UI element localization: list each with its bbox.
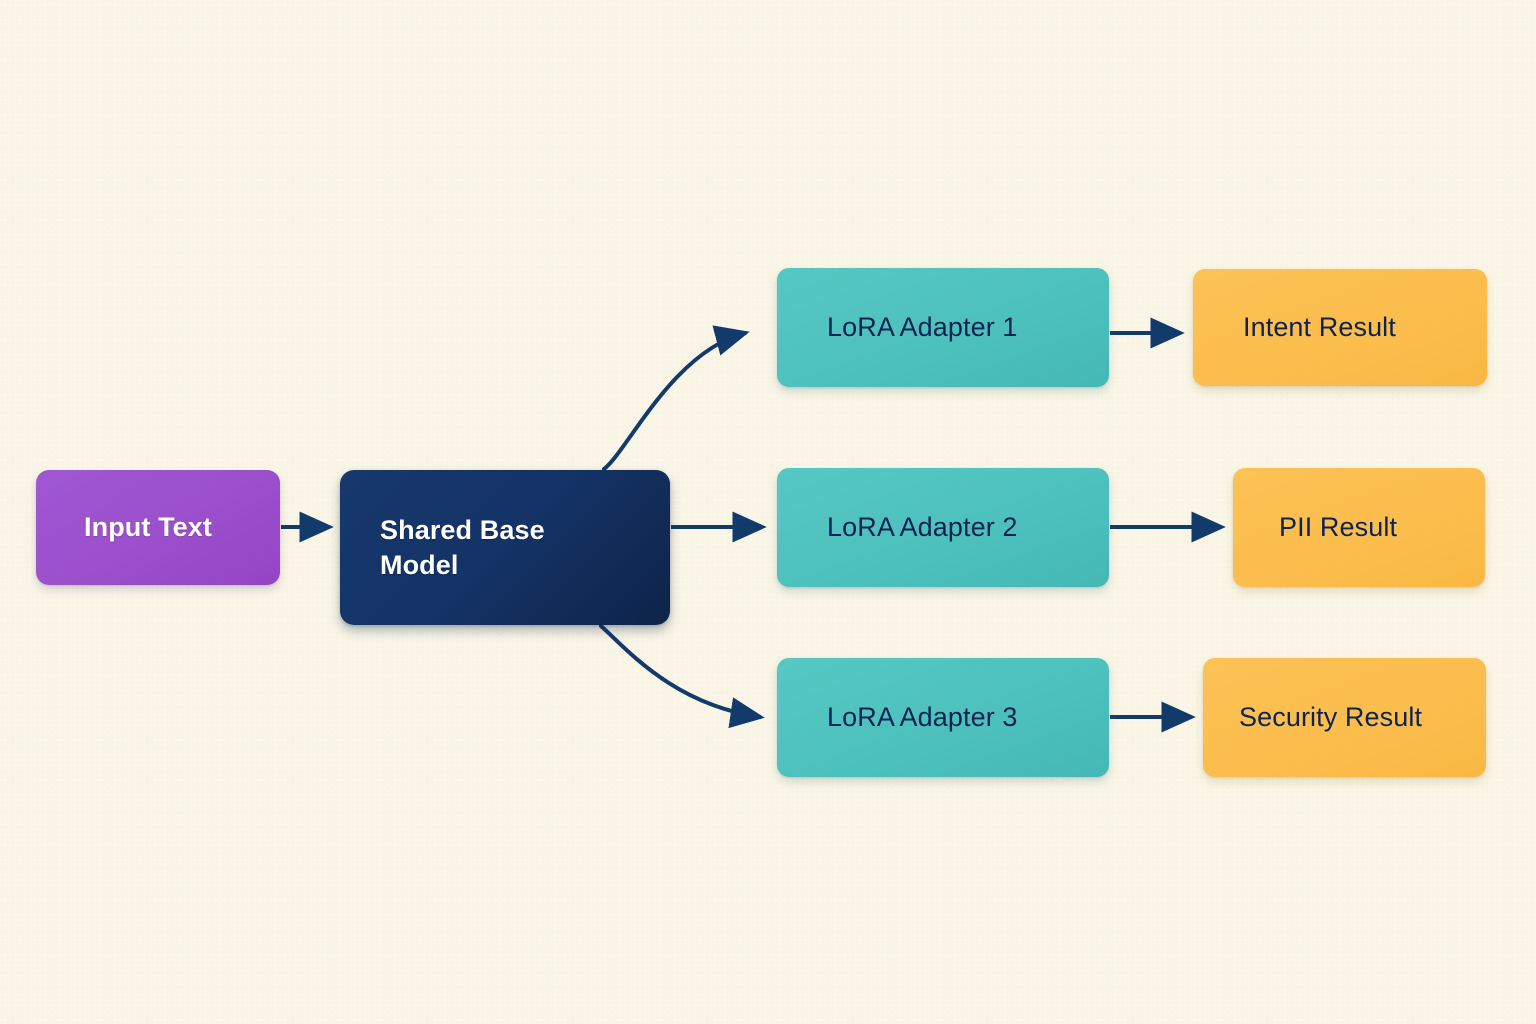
edge-base-to-adapter-3: [599, 624, 765, 729]
node-lora-adapter-1[interactable]: LoRA Adapter 1: [777, 268, 1109, 387]
node-input-text-label: Input Text: [84, 512, 212, 543]
edge-base-to-adapter-1: [602, 325, 750, 471]
node-lora-adapter-2-label: LoRA Adapter 2: [827, 512, 1018, 543]
node-intent-result-label: Intent Result: [1243, 312, 1396, 343]
node-pii-result[interactable]: PII Result: [1233, 468, 1485, 587]
node-input-text[interactable]: Input Text: [36, 470, 280, 585]
node-intent-result[interactable]: Intent Result: [1193, 269, 1487, 386]
node-shared-base-model-label: Shared Base Model: [380, 514, 545, 580]
node-lora-adapter-2[interactable]: LoRA Adapter 2: [777, 468, 1109, 587]
node-lora-adapter-1-label: LoRA Adapter 1: [827, 312, 1018, 343]
node-pii-result-label: PII Result: [1279, 512, 1398, 543]
node-lora-adapter-3[interactable]: LoRA Adapter 3: [777, 658, 1109, 777]
node-security-result[interactable]: Security Result: [1203, 658, 1486, 777]
node-lora-adapter-3-label: LoRA Adapter 3: [827, 702, 1018, 733]
node-security-result-label: Security Result: [1239, 702, 1423, 733]
node-shared-base-model[interactable]: Shared Base Model: [340, 470, 670, 625]
